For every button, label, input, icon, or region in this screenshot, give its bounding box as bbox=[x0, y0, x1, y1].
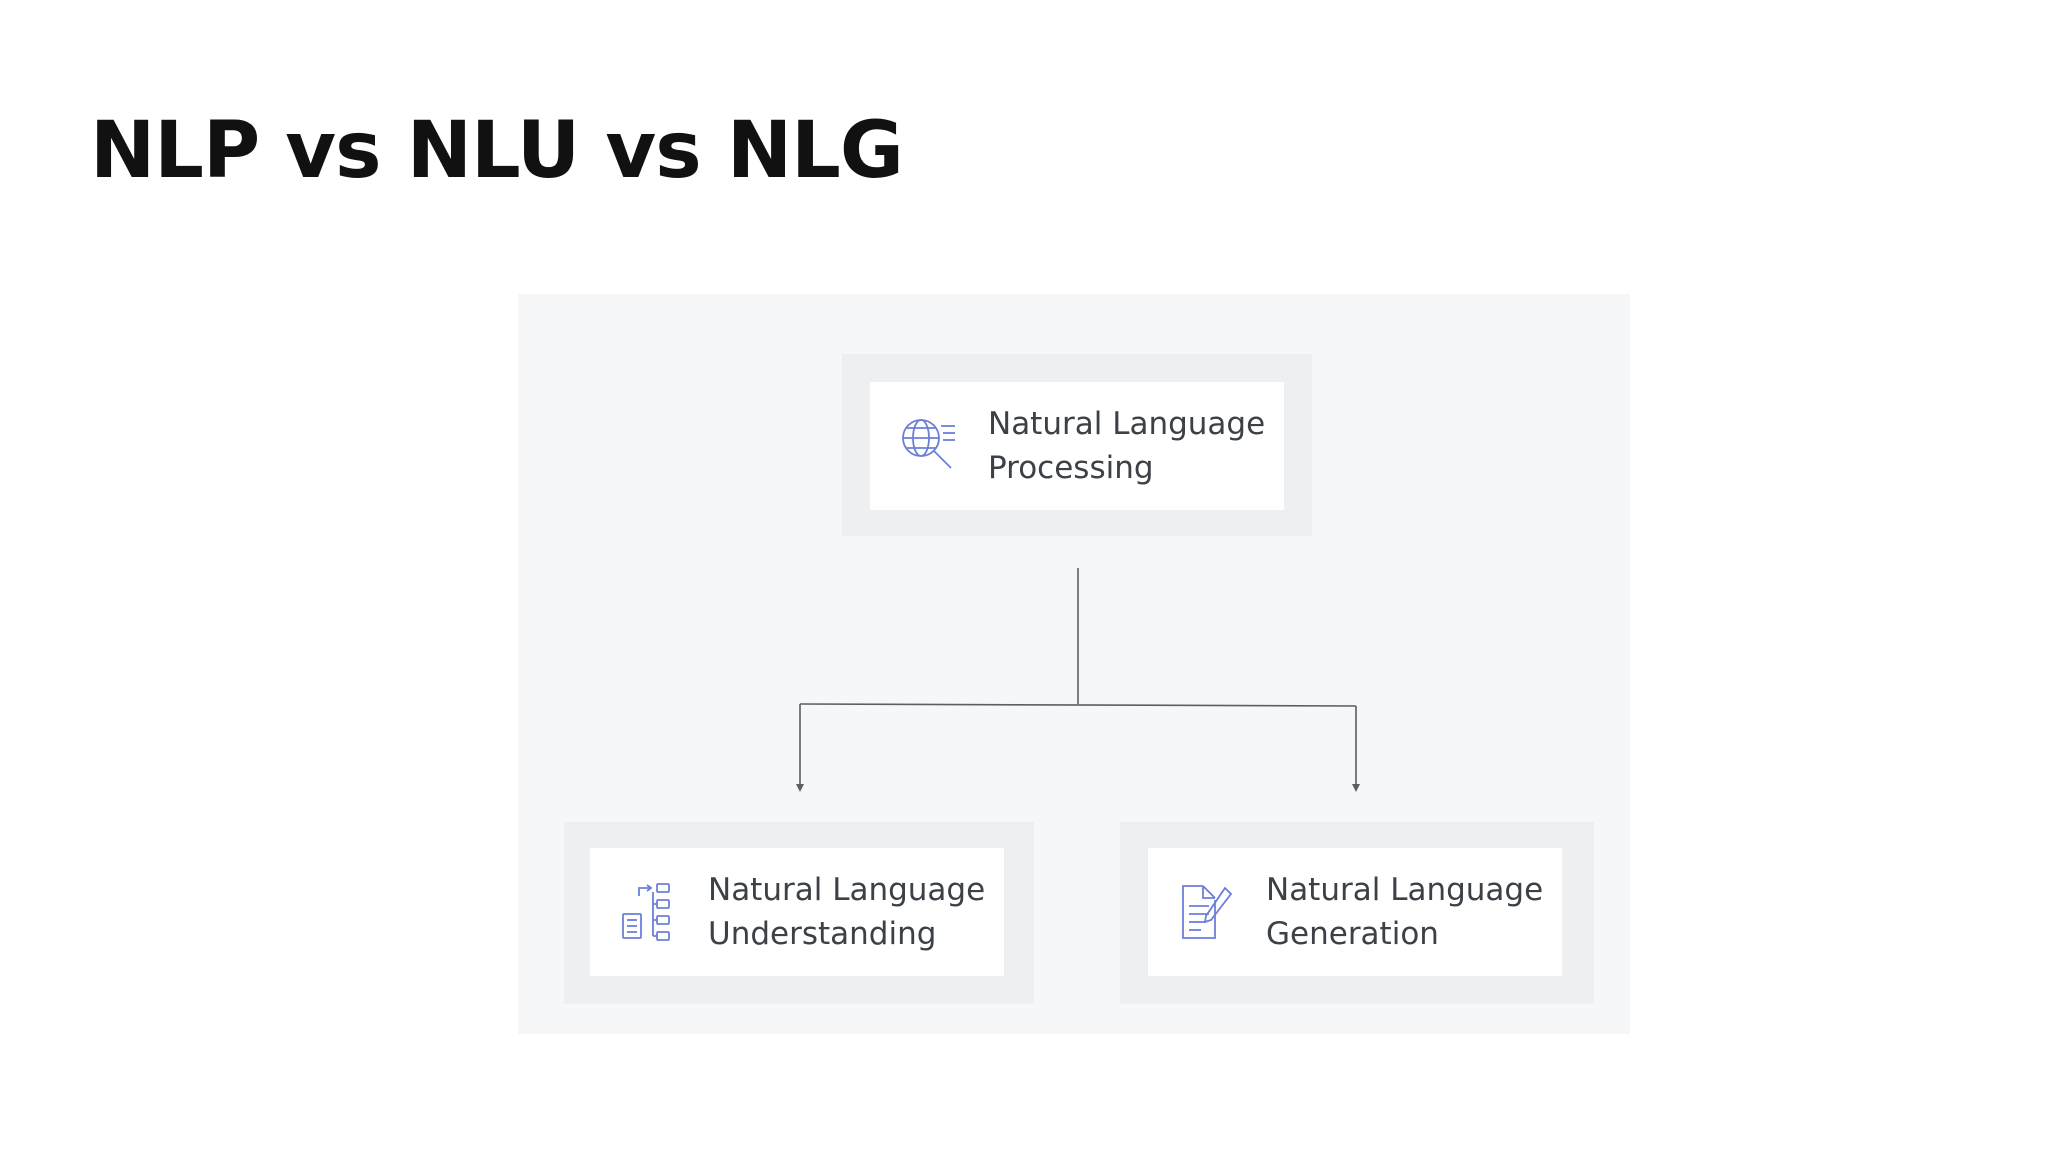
nlu-node: Natural Language Understanding bbox=[590, 848, 1004, 976]
structure-flow-icon bbox=[614, 877, 684, 947]
nlp-label-line1: Natural Language bbox=[988, 406, 1266, 442]
slide-title: NLP vs NLU vs NLG bbox=[90, 106, 904, 196]
nlp-node-label: Natural Language Processing bbox=[988, 402, 1265, 490]
arrowhead-right bbox=[1352, 784, 1360, 792]
nlg-label-line2: Generation bbox=[1266, 916, 1439, 952]
diagram-panel: Natural Language Processing bbox=[518, 294, 1630, 1034]
arrowhead-left bbox=[796, 784, 804, 792]
nlu-node-label: Natural Language Understanding bbox=[708, 868, 985, 956]
connector-lines bbox=[796, 568, 1360, 792]
nlu-label-line2: Understanding bbox=[708, 916, 937, 952]
document-edit-icon bbox=[1172, 877, 1242, 947]
nlp-node: Natural Language Processing bbox=[870, 382, 1284, 510]
nlp-label-line2: Processing bbox=[988, 450, 1154, 486]
search-text-icon bbox=[894, 411, 964, 481]
nlg-label-line1: Natural Language bbox=[1266, 872, 1544, 908]
connector-branch bbox=[799, 703, 1357, 707]
nlg-node-label: Natural Language Generation bbox=[1266, 868, 1543, 956]
nlg-node: Natural Language Generation bbox=[1148, 848, 1562, 976]
nlu-label-line1: Natural Language bbox=[708, 872, 986, 908]
